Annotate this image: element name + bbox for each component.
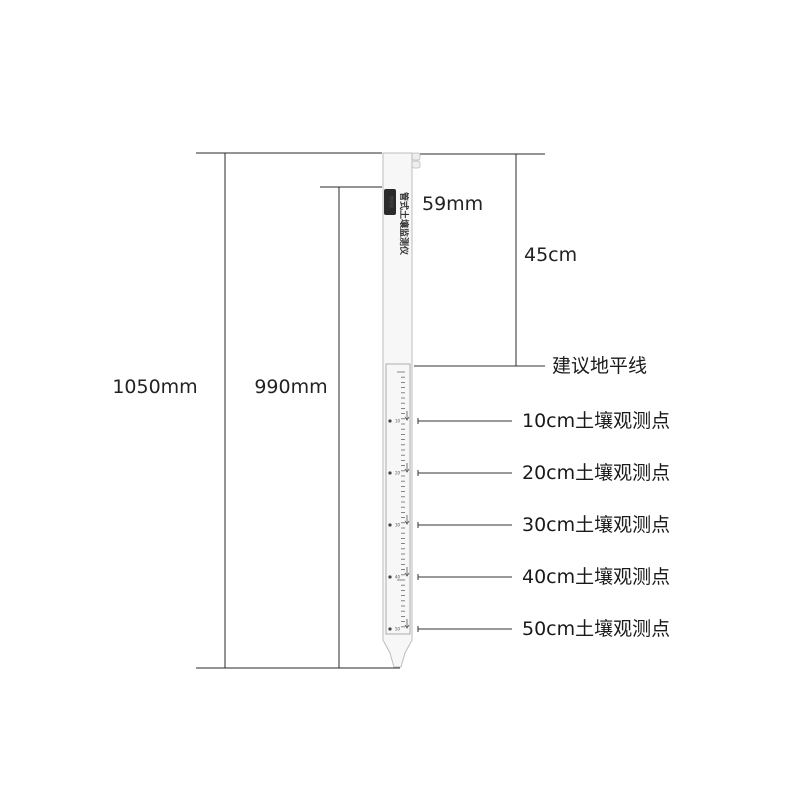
scale-mark-label: 40	[395, 575, 401, 580]
product-badge	[384, 189, 396, 215]
observation-point-4: 40 40cm土壤观测点	[388, 566, 670, 588]
ground-depth-label: 45cm	[524, 244, 577, 266]
product-label: 管式土壤监测仪	[398, 192, 410, 256]
observation-marker	[388, 523, 392, 527]
observation-marker	[388, 627, 392, 631]
scale-mark-label: 10	[395, 419, 401, 424]
inserted-length-label: 990mm	[254, 376, 327, 398]
observation-point-label: 30cm土壤观测点	[522, 514, 670, 536]
depth-arrow	[404, 411, 410, 421]
top-section-label: 59mm	[422, 193, 483, 215]
observation-marker	[388, 575, 392, 579]
top-section-dimension: 59mm	[404, 186, 483, 215]
depth-arrow	[404, 463, 410, 473]
observation-point-label: 50cm土壤观测点	[522, 618, 670, 640]
depth-arrow	[404, 567, 410, 577]
overall-length-dimension: 1050mm	[112, 152, 400, 669]
observation-marker	[388, 419, 392, 423]
scale-strip	[385, 363, 411, 635]
scale-ticks	[397, 371, 405, 628]
connector-top	[411, 152, 421, 161]
observation-point-3: 30 30cm土壤观测点	[388, 514, 670, 536]
observation-points: 10 10cm土壤观测点 20 20cm土壤观测点 30 30cm土壤观测点 40 40cm土…	[388, 410, 670, 640]
depth-arrow	[404, 619, 410, 629]
ground-line-annotation: 建议地平线	[414, 355, 647, 377]
sensor-tube: 物联网 管式土壤监测仪	[382, 152, 421, 668]
observation-point-1: 10 10cm土壤观测点	[388, 410, 670, 432]
observation-point-2: 20 20cm土壤观测点	[388, 462, 670, 484]
depth-arrow	[404, 515, 410, 525]
inserted-length-dimension: 990mm	[254, 186, 382, 668]
overall-length-label: 1050mm	[112, 376, 197, 398]
scale-mark-label: 50	[395, 627, 401, 632]
scale-mark-label: 20	[395, 471, 401, 476]
observation-marker	[388, 471, 392, 475]
observation-point-5: 50 50cm土壤观测点	[388, 618, 670, 640]
observation-point-label: 10cm土壤观测点	[522, 410, 670, 432]
observation-point-label: 20cm土壤观测点	[522, 462, 670, 484]
ground-depth-dimension: 45cm	[414, 153, 577, 366]
connector-bottom	[411, 160, 421, 169]
observation-point-label: 40cm土壤观测点	[522, 566, 670, 588]
product-badge-text: 物联网	[389, 196, 395, 208]
scale-mark-label: 30	[395, 523, 401, 528]
ground-line-label: 建议地平线	[552, 355, 647, 377]
